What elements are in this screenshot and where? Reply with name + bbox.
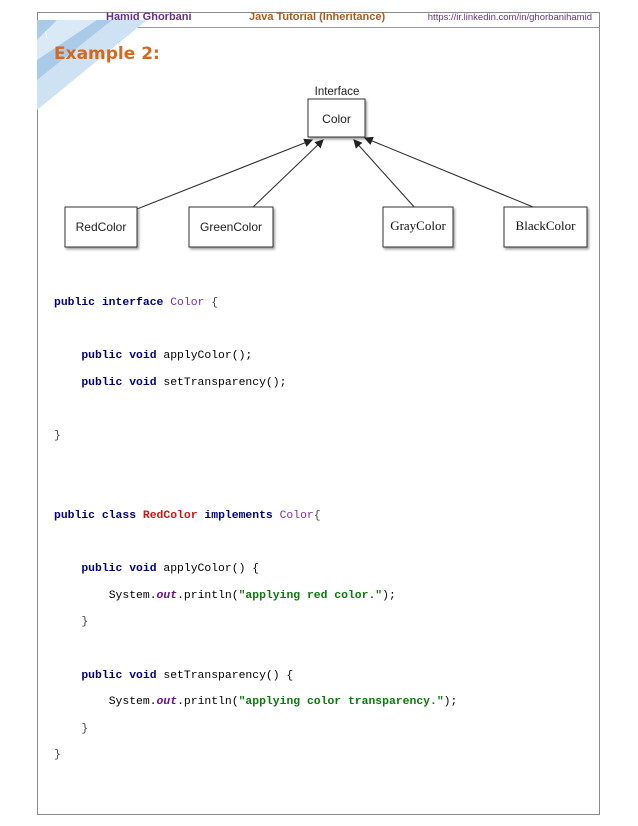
code-type: Color xyxy=(279,510,314,523)
code-line-class-decl: public class RedColor implements Color{ xyxy=(54,510,457,523)
example-heading: Example 2: xyxy=(54,44,160,64)
code-punct: } xyxy=(54,430,61,443)
interface-color-box: Color xyxy=(307,98,366,138)
arrow-redcolor xyxy=(136,138,314,210)
code-line-close: } xyxy=(54,430,457,443)
arrow-graycolor xyxy=(353,139,417,210)
class-name: GreenColor xyxy=(200,220,262,234)
interface-label: Interface xyxy=(315,86,360,98)
code-keyword: public interface xyxy=(54,297,171,310)
code-listing: public interface Color { public void app… xyxy=(54,284,457,776)
code-blank xyxy=(54,483,457,496)
code-class-name: RedColor xyxy=(142,510,198,523)
inheritance-diagram: Interface Color RedColor GreenColor Gray… xyxy=(64,86,588,248)
code-blank xyxy=(54,404,457,417)
code-line-m1-close: } xyxy=(54,616,457,629)
header-title: Java Tutorial (Inheritance) xyxy=(249,11,386,23)
page-frame xyxy=(37,12,600,815)
code-text: setTransparency(); xyxy=(163,377,287,390)
code-line-m2-sig: public void setTransparency() { xyxy=(54,670,457,683)
code-text: .println( xyxy=(177,589,239,602)
code-blank xyxy=(54,643,457,656)
code-line-class-close: } xyxy=(54,749,457,762)
code-blank xyxy=(54,537,457,550)
code-text: applyColor() { xyxy=(163,563,260,576)
code-punct: } xyxy=(54,749,61,762)
code-keyword: public void xyxy=(81,350,164,363)
code-line-m1-sig: public void applyColor() { xyxy=(54,563,457,576)
code-text: setTransparency() { xyxy=(163,669,294,682)
class-box-redcolor: RedColor xyxy=(64,206,138,248)
code-type: Color xyxy=(170,297,205,310)
class-name: RedColor xyxy=(76,220,127,234)
code-keyword: public void xyxy=(81,563,164,576)
arrow-blackcolor xyxy=(363,136,539,210)
code-punct: } xyxy=(81,616,89,629)
header-link[interactable]: https://ir.linkedin.com/in/ghorbanihamid xyxy=(427,12,592,23)
class-box-blackcolor: BlackColor xyxy=(503,206,588,248)
code-string: "applying red color." xyxy=(238,589,383,602)
code-field: out xyxy=(156,589,178,602)
code-text: applyColor(); xyxy=(163,350,253,363)
class-box-greencolor: GreenColor xyxy=(188,206,274,248)
code-line-method1: public void applyColor(); xyxy=(54,350,457,363)
code-string: "applying color transparency." xyxy=(238,696,444,709)
code-line-method2: public void setTransparency(); xyxy=(54,377,457,390)
code-punct: } xyxy=(81,722,89,735)
code-line-interface-decl: public interface Color { xyxy=(54,297,457,310)
arrow-greencolor xyxy=(250,139,324,210)
page-header: Hamid Ghorbani Java Tutorial (Inheritanc… xyxy=(37,8,600,28)
code-text: System. xyxy=(108,696,157,709)
code-line-m1-body: System.out.println("applying red color."… xyxy=(54,590,457,603)
code-punct: { xyxy=(204,297,219,310)
corner-decoration: \ xyxy=(37,20,147,110)
interface-name: Color xyxy=(322,112,351,126)
code-keyword: public class xyxy=(54,510,143,523)
class-name: GrayColor xyxy=(390,218,446,233)
code-blank xyxy=(54,324,457,337)
code-text: ); xyxy=(382,589,396,602)
code-text: .println( xyxy=(177,696,239,709)
code-punct: { xyxy=(313,510,321,523)
code-text: ); xyxy=(443,696,458,709)
code-blank xyxy=(54,457,457,470)
code-line-m2-body: System.out.println("applying color trans… xyxy=(54,696,458,709)
code-field: out xyxy=(156,696,178,709)
code-keyword: public void xyxy=(81,669,164,682)
code-text: System. xyxy=(108,589,157,602)
class-name: BlackColor xyxy=(516,218,577,233)
code-keyword: public void xyxy=(81,377,164,390)
class-box-graycolor: GrayColor xyxy=(382,206,454,248)
code-line-m2-close: } xyxy=(54,723,457,736)
code-keyword: implements xyxy=(197,510,280,523)
page-marker: \ xyxy=(45,30,48,40)
